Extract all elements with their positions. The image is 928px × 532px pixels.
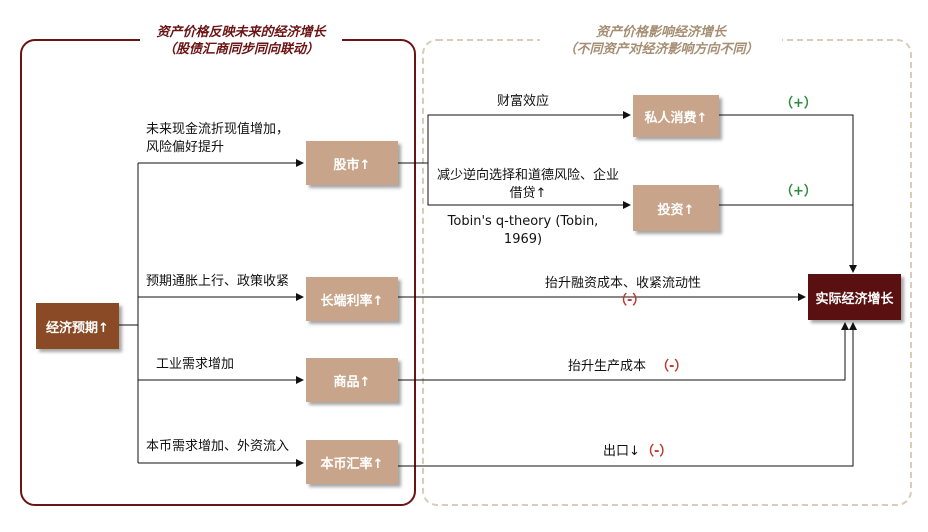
- label-fx-reason: 本币需求增加、外资流入: [146, 439, 290, 454]
- label-stock-reason: 未来现金流折现值增加，风险偏好提升: [146, 122, 290, 155]
- node-stock: 股市↑: [306, 141, 398, 185]
- stock-branch: [398, 111, 631, 164]
- label-rate-effect: 抬升融资成本、收紧流动性: [545, 276, 702, 291]
- sign-export: （-）: [641, 444, 673, 459]
- right-title-line1: 资产价格影响经济增长: [595, 25, 726, 40]
- right-panel-title: 资产价格影响经济增长 （不同资产对经济影响方向不同）: [540, 24, 782, 58]
- node-real-growth: 实际经济增长: [808, 274, 901, 320]
- left-panel-title: 资产价格反映未来的经济增长 （股债汇商同步同向联动）: [140, 24, 342, 58]
- label-commodity-effect: 抬升生产成本: [568, 359, 647, 374]
- fx-to-growth: [398, 322, 857, 467]
- node-econ-expectation: 经济预期↑: [36, 303, 119, 349]
- left-title-line2: （股债汇商同步同向联动）: [162, 42, 319, 57]
- node-consumption: 私人消费↑: [633, 95, 719, 137]
- label-commodity-reason: 工业需求增加: [156, 357, 235, 372]
- node-commodity: 商品↑: [306, 358, 398, 402]
- commodity-to-growth: [398, 322, 849, 381]
- node-fx: 本币汇率↑: [306, 440, 398, 484]
- node-investment: 投资↑: [633, 185, 719, 231]
- label-rate-reason: 预期通胀上行、政策收紧: [146, 274, 290, 289]
- stock-branch-investment: [427, 163, 631, 209]
- left-title-line1: 资产价格反映未来的经济增长: [156, 25, 326, 40]
- label-export-effect: 出口↓: [603, 444, 640, 459]
- label-wealth-effect: 财富效应: [497, 94, 550, 109]
- label-tobin-q: Tobin's q-theory (Tobin, 1969): [447, 214, 599, 247]
- sign-rate: （-）: [614, 293, 646, 308]
- sign-consumption: （+）: [780, 96, 817, 111]
- label-credit-effect: 减少逆向选择和道德风险、企业借贷↑: [436, 168, 619, 201]
- right-title-line2: （不同资产对经济影响方向不同）: [563, 42, 759, 57]
- node-long-rate: 长端利率↑: [306, 277, 398, 321]
- sign-commodity: （-）: [656, 359, 688, 374]
- consumption-to-growth: [719, 114, 857, 273]
- sign-investment: （+）: [780, 184, 817, 199]
